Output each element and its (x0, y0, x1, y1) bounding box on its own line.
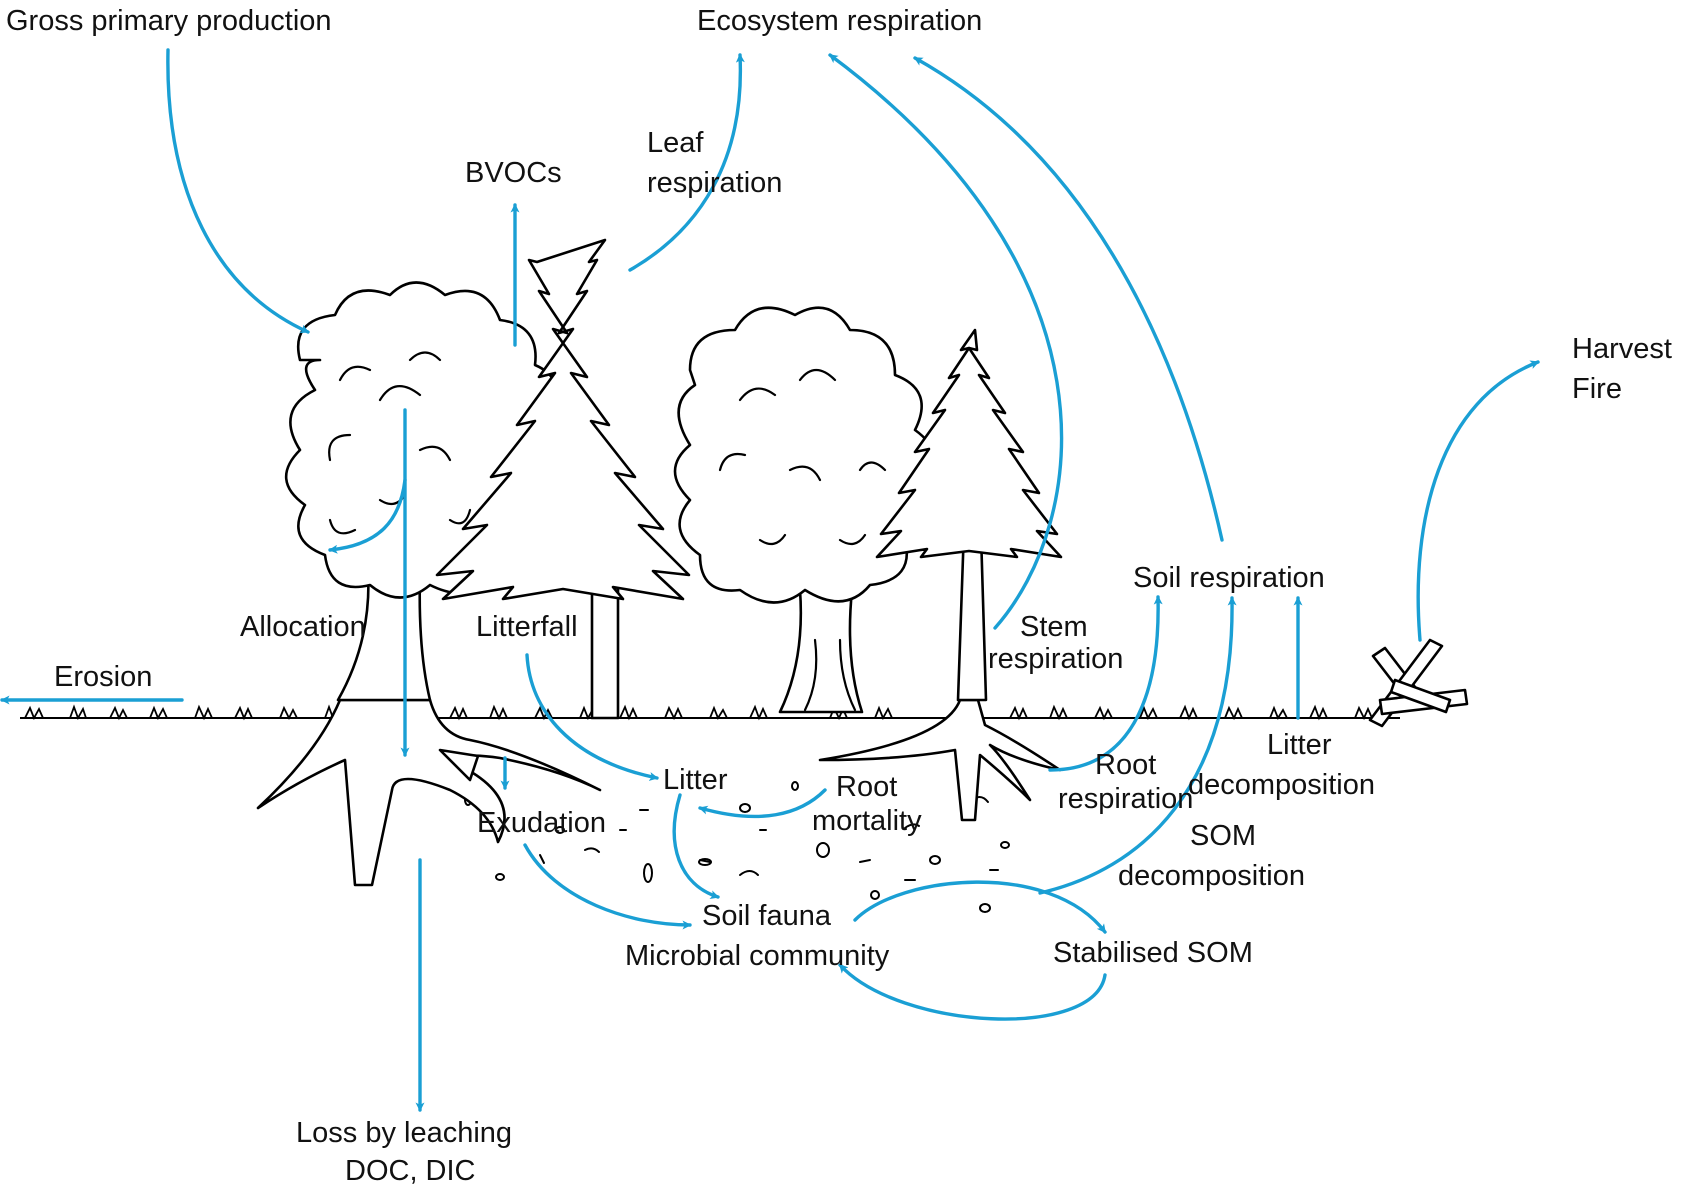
label-stem-respiration-line2: respiration (988, 643, 1123, 675)
arrow-stem-to-ecosystem-respiration (828, 53, 1064, 630)
label-loss-by-leaching-line1: Loss by leaching (296, 1117, 512, 1149)
label-stabilised-som: Stabilised SOM (1053, 937, 1253, 969)
label-erosion: Erosion (54, 661, 152, 693)
label-leaf-respiration-line2: respiration (647, 167, 782, 199)
label-microbial-community: Microbial community (625, 940, 890, 972)
label-exudation: Exudation (477, 807, 606, 839)
label-som-decomposition-line2: decomposition (1118, 860, 1305, 892)
label-gross-primary-production: Gross primary production (6, 5, 332, 37)
label-root-mortality-line2: mortality (812, 805, 922, 837)
label-som-decomposition-line1: SOM (1190, 820, 1256, 852)
arrow-gpp-to-tree (166, 48, 310, 334)
label-litter-decomposition-line1: Litter (1267, 729, 1332, 761)
arrow-allocation (328, 478, 407, 554)
label-harvest: Harvest (1572, 333, 1672, 365)
label-soil-respiration: Soil respiration (1133, 562, 1325, 594)
arrow-stabilised-to-microbial (838, 963, 1107, 1021)
arrow-exudation-to-soil-fauna (523, 843, 692, 930)
label-soil-fauna: Soil fauna (702, 900, 832, 932)
arrow-soil-to-ecosystem-respiration (913, 56, 1224, 542)
label-bvocs: BVOCs (465, 157, 562, 189)
label-fire: Fire (1572, 373, 1622, 405)
arrow-root-mortality (698, 788, 827, 819)
diagram-labels: Gross primary production Ecosystem respi… (6, 5, 1672, 1187)
woodpile (1368, 638, 1469, 728)
label-root-respiration-line1: Root (1095, 749, 1156, 781)
arrow-som-decomposition (1038, 596, 1237, 895)
arrow-litterfall (525, 653, 659, 781)
forest-illustration (20, 238, 1469, 913)
label-litter: Litter (663, 764, 728, 796)
label-litterfall: Litterfall (476, 611, 578, 643)
arrow-litter-to-soil-fauna (672, 793, 720, 900)
deciduous-tree-center (673, 306, 936, 714)
arrow-root-respiration (1048, 595, 1163, 772)
ground-line (20, 704, 1400, 721)
soil-particles (464, 781, 1010, 913)
label-leaf-respiration-line1: Leaf (647, 127, 704, 159)
conifer-tree-center-left (435, 238, 691, 720)
carbon-flow-arrows (0, 48, 1540, 1112)
label-loss-by-leaching-line2: DOC, DIC (345, 1155, 476, 1187)
label-litter-decomposition-line2: decomposition (1188, 769, 1375, 801)
label-root-mortality-line1: Root (836, 771, 897, 803)
label-root-respiration-line2: respiration (1058, 783, 1193, 815)
label-ecosystem-respiration: Ecosystem respiration (697, 5, 982, 37)
conifer-tree-right (875, 328, 1063, 702)
arrow-leaf-respiration (628, 53, 745, 272)
arrow-harvest-fire (1416, 360, 1540, 642)
label-allocation: Allocation (240, 611, 366, 643)
label-stem-respiration-line1: Stem (1020, 611, 1088, 643)
arrow-to-stabilised-som (853, 880, 1107, 934)
